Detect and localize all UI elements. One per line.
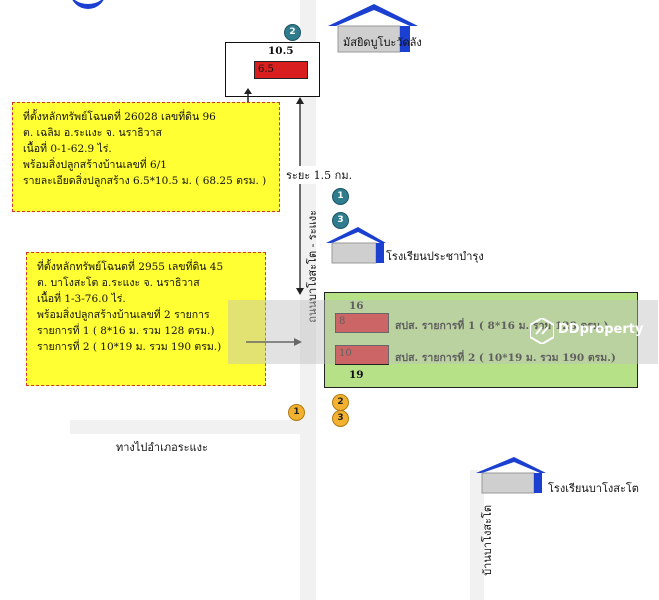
marker-teal-2: 2 [284, 24, 301, 41]
info-box-2: ที่ตั้งหลักทรัพย์โฉนดที่ 2955 เลขที่ดิน … [26, 252, 266, 386]
building-2: 10 [335, 345, 389, 365]
info-1-line-4: พร้อมสิ่งปลูกสร้างบ้านเลขที่ 6/1 [23, 159, 167, 171]
building-1-label: สปส. รายการที่ 1 ( 8*16 ม. รวม 128 ตรม.) [395, 320, 609, 332]
school-2-house-icon [476, 457, 546, 494]
info-1-line-3: เนื้อที่ 0-1-62.9 ไร่. [23, 143, 112, 155]
road-lower-right [470, 470, 484, 600]
watermark-text: DDproperty [558, 322, 644, 337]
info-1-line-5: รายละเอียดสิ่งปลูกสร้าง 6.5*10.5 ม. ( 68… [23, 175, 267, 187]
school-2-label: โรงเรียนบาโงสะโต [548, 482, 639, 495]
building-2-side: 10 [339, 348, 352, 359]
green-bottom-dim: 19 [349, 369, 364, 381]
info-2-line-3: เนื้อที่ 1-3-76.0 ไร่. [37, 293, 126, 305]
info-box-1: ที่ตั้งหลักทรัพย์โฉนดที่ 26028 เลขที่ดิน… [12, 102, 280, 212]
marker-gold-1: 1 [288, 404, 305, 421]
main-road [300, 0, 316, 600]
marker-gold-3: 3 [332, 410, 349, 427]
top-plot-width-label: 10.5 [268, 45, 294, 57]
building-1: 8 [335, 313, 389, 333]
info-2-line-2: ต. บาโงสะโต อ.ระแงะ จ. นราธิวาส [37, 277, 200, 289]
info-2-line-5: รายการที่ 1 ( 8*16 ม. รวม 128 ตรม.) [37, 325, 215, 337]
top-plot: 10.5 6.5 [225, 42, 320, 97]
top-plot-building: 6.5 [254, 61, 308, 79]
arrow-to-green-plot [246, 338, 302, 346]
building-1-side: 8 [339, 316, 346, 327]
mosque-label: มัสยิดบูโบะวัดลัง [343, 36, 422, 49]
ddproperty-logo-icon [530, 318, 554, 344]
distance-arrow [296, 97, 304, 295]
mosque-house-icon [328, 4, 418, 53]
green-top-dim: 16 [349, 300, 364, 312]
road-name-label-2: บ้านบาโงสะโต [481, 505, 494, 576]
building-2-label: สปส. รายการที่ 2 ( 10*19 ม. รวม 190 ตรม.… [395, 352, 616, 364]
school-1-house-icon [326, 227, 386, 264]
info-2-line-1: ที่ตั้งหลักทรัพย์โฉนดที่ 2955 เลขที่ดิน … [37, 261, 224, 273]
distance-label: ระยะ 1.5 กม. [286, 166, 353, 184]
info-2-line-6: รายการที่ 2 ( 10*19 ม. รวม 190 ตรม.) [37, 341, 222, 353]
watermark-band [228, 300, 658, 364]
info-1-line-1: ที่ตั้งหลักทรัพย์โฉนดที่ 26028 เลขที่ดิน… [23, 111, 216, 123]
info-1-line-2: ต. เฉลิม อ.ระแงะ จ. นราธิวาส [23, 127, 162, 139]
school-1-label: โรงเรียนประชาบำรุง [386, 250, 484, 263]
marker-gold-2: 2 [332, 394, 349, 411]
direction-label: ทางไปอำเภอระแงะ [116, 441, 208, 454]
side-road [70, 420, 300, 434]
marker-teal-1: 1 [332, 188, 349, 205]
green-plot: 16 8 สปส. รายการที่ 1 ( 8*16 ม. รวม 128 … [324, 292, 638, 388]
corner-logo-fragment [70, 0, 106, 9]
top-plot-height-label: 6.5 [258, 64, 274, 75]
info-2-line-4: พร้อมสิ่งปลูกสร้างบ้านเลขที่ 2 รายการ [37, 309, 210, 321]
marker-teal-3: 3 [332, 212, 349, 229]
